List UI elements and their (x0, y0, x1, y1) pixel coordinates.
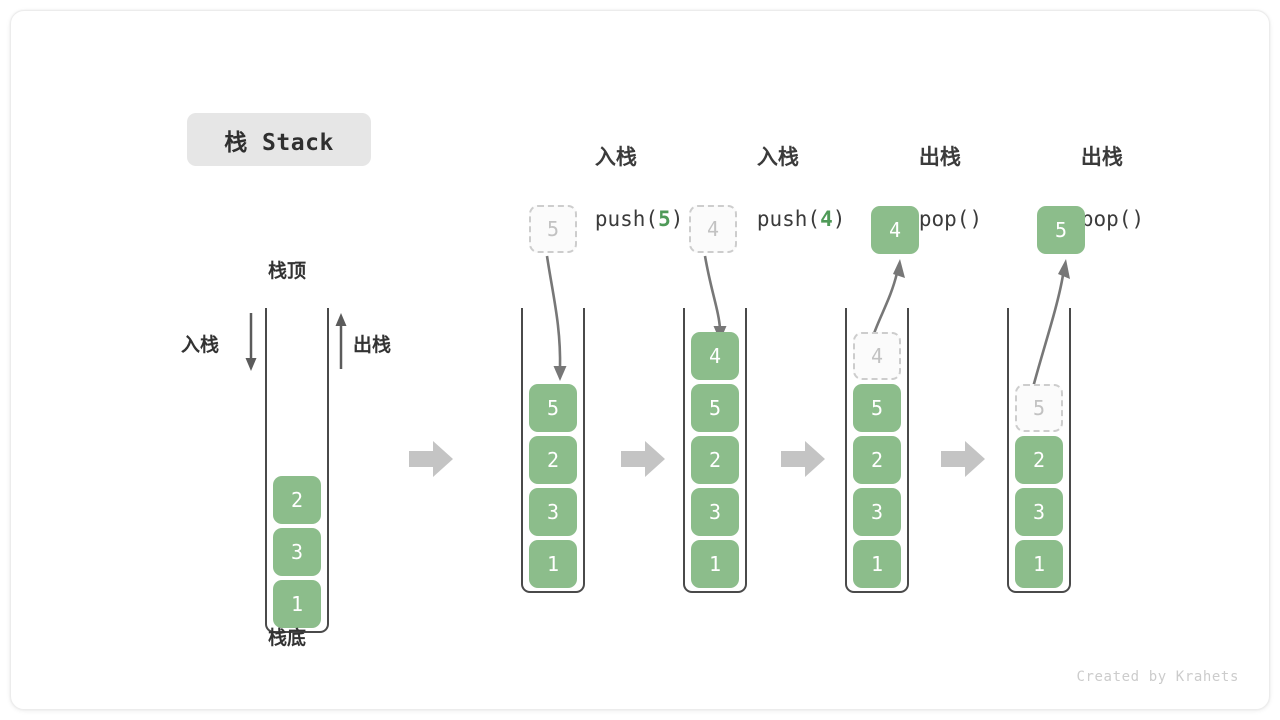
stack-cell: 2 (273, 476, 321, 524)
stack-bottom-label: 栈底 (268, 627, 307, 649)
panel-header: 入栈 push(4) (681, 111, 846, 266)
stack-cell-value: 2 (708, 448, 722, 472)
outside-cell: 4 (689, 205, 737, 253)
stack-cell-value: 4 (708, 344, 722, 368)
stack-cell-value: 1 (1032, 552, 1046, 576)
panel-header-code-post: ) (832, 207, 846, 231)
stack-cell-value: 4 (870, 344, 884, 368)
stack-top-label: 栈顶 (268, 260, 307, 282)
stack-cell-value: 5 (708, 396, 722, 420)
stack-cell-value: 3 (1032, 500, 1046, 524)
page-title-text: 栈 Stack (224, 129, 334, 156)
outside-cell-value: 4 (706, 217, 720, 241)
stack-cells: 4 5 2 3 1 (845, 308, 909, 593)
panel-header-arg: 4 (820, 207, 833, 231)
stack-cell: 2 (1015, 436, 1063, 484)
stack-cell-value: 3 (290, 540, 304, 564)
stack-cell: 5 (853, 384, 901, 432)
stack-cell: 2 (691, 436, 739, 484)
page-title: 栈 Stack (187, 113, 371, 166)
stack-container (521, 308, 585, 593)
stack-cell: 1 (273, 580, 321, 628)
stack-cell: 4 (853, 332, 901, 380)
stack-cell: 2 (529, 436, 577, 484)
stack-cell-value: 3 (708, 500, 722, 524)
stack-cell: 1 (853, 540, 901, 588)
panel-header-zh: 出栈 (1080, 145, 1123, 169)
stack-cells: 5 2 3 1 (1007, 308, 1071, 593)
panel-header-zh: 出栈 (918, 145, 961, 169)
stack-cell-value: 2 (290, 488, 304, 512)
flow-arrow-icon (621, 441, 665, 477)
stack-cell-value: 2 (546, 448, 560, 472)
push-label: 入栈 (181, 334, 220, 356)
stack-cell-value: 3 (870, 500, 884, 524)
stack-cell: 1 (529, 540, 577, 588)
stack-cells: 4 5 2 3 1 (683, 308, 747, 593)
outside-cell-value: 5 (1054, 218, 1068, 242)
stack-cell: 3 (529, 488, 577, 536)
stack-cell-value: 1 (546, 552, 560, 576)
stack-cell-value: 1 (870, 552, 884, 576)
stack-cell: 3 (1015, 488, 1063, 536)
panel-header-arg: 5 (658, 207, 671, 231)
stack-cell-value: 5 (1032, 396, 1046, 420)
stack-cell: 4 (691, 332, 739, 380)
panel-header-code-post: ) (670, 207, 684, 231)
stack-cell-value: 1 (708, 552, 722, 576)
stack-cell-value: 1 (290, 592, 304, 616)
panel-header-code-post: ) (969, 207, 983, 231)
stack-cell-value: 2 (1032, 448, 1046, 472)
stack-cell: 5 (529, 384, 577, 432)
stack-container (683, 308, 747, 593)
push-arrow-icon (245, 313, 257, 371)
flow-arrow-icon (409, 441, 453, 477)
stack-cell: 1 (691, 540, 739, 588)
outside-cell: 5 (529, 205, 577, 253)
panel-header-code-post: ) (1131, 207, 1145, 231)
stack-cell: 3 (691, 488, 739, 536)
stack-cells: 2 3 1 (265, 308, 329, 633)
outside-cell-value: 4 (888, 218, 902, 242)
stack-container (265, 308, 329, 633)
panel-header-code-pre: push( (594, 207, 659, 231)
stack-cell-value: 5 (870, 396, 884, 420)
outside-cell: 5 (1037, 206, 1085, 254)
pop-label: 出栈 (353, 334, 392, 356)
stack-container (845, 308, 909, 593)
outside-cell: 4 (871, 206, 919, 254)
panel-header-code-pre: pop( (918, 207, 970, 231)
stack-container (1007, 308, 1071, 593)
panel-header: 入栈 push(5) (519, 111, 684, 266)
panel-header-zh: 入栈 (594, 145, 637, 169)
stack-cell: 5 (691, 384, 739, 432)
stack-cell: 5 (1015, 384, 1063, 432)
panel-pop-1: 出栈 pop() 4 4 5 2 3 1 (843, 111, 982, 593)
outside-cell-value: 5 (546, 217, 560, 241)
panel-header-code-pre: push( (756, 207, 821, 231)
stack-cell-value: 5 (546, 396, 560, 420)
stack-cell: 1 (1015, 540, 1063, 588)
flow-arrow-icon (941, 441, 985, 477)
panel-pop-2: 出栈 pop() 5 5 2 3 1 (1005, 111, 1144, 593)
stack-cells: 5 2 3 1 (521, 308, 585, 593)
stack-cell: 3 (273, 528, 321, 576)
panel-header-zh: 入栈 (756, 145, 799, 169)
panel-header: 出栈 pop() (1005, 111, 1144, 266)
stack-cell-value: 3 (546, 500, 560, 524)
footer-credit: Created by Krahets (1076, 669, 1239, 685)
panel-header: 出栈 pop() (843, 111, 982, 266)
panel-header-code-pre: pop( (1080, 207, 1132, 231)
stack-cell: 3 (853, 488, 901, 536)
push-curve-arrow-icon (545, 255, 567, 381)
stack-cell: 2 (853, 436, 901, 484)
flow-arrow-icon (781, 441, 825, 477)
pop-arrow-icon (335, 313, 347, 369)
stack-cell-value: 2 (870, 448, 884, 472)
